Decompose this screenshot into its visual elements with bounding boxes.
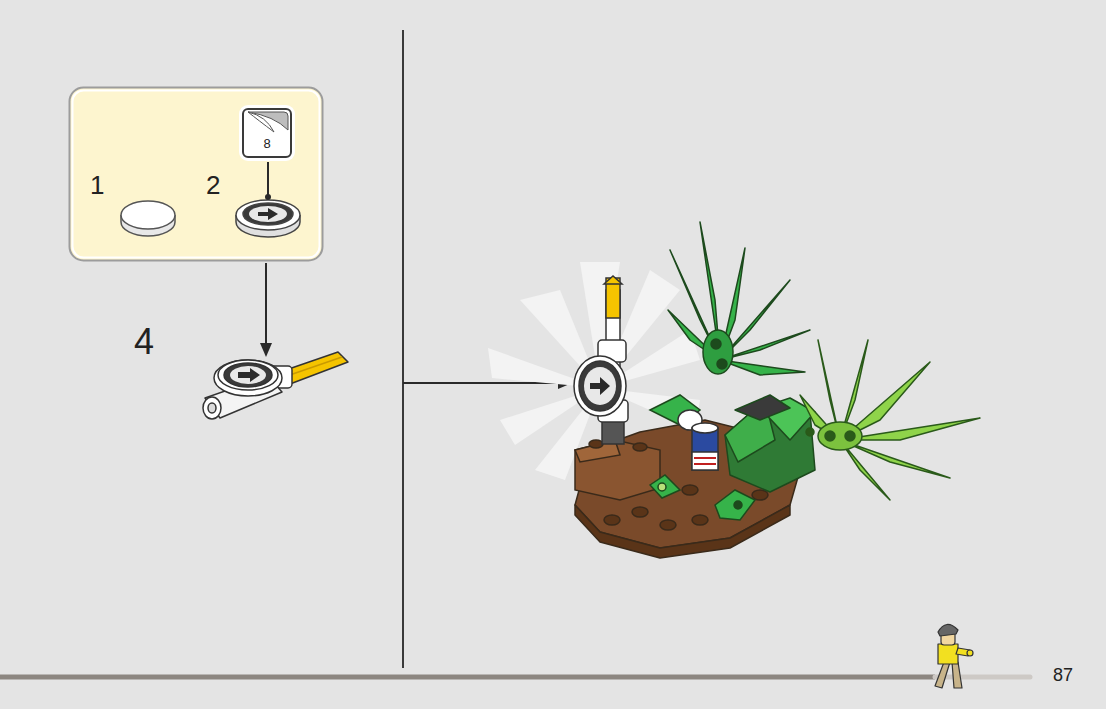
brown-bricks bbox=[575, 440, 660, 500]
leaf-fan bbox=[800, 340, 980, 500]
leader-dot bbox=[265, 194, 271, 200]
leaf-fan bbox=[668, 222, 810, 375]
page-bar bbox=[0, 675, 935, 680]
assembly bbox=[203, 352, 348, 419]
divider-line bbox=[402, 30, 404, 668]
page-bar bbox=[935, 675, 1030, 680]
leader-line bbox=[267, 162, 269, 196]
minifig bbox=[935, 624, 973, 688]
can bbox=[678, 410, 718, 470]
pointer-head bbox=[260, 343, 272, 357]
pointer-line bbox=[265, 263, 267, 344]
callout-box: 1 2 8 bbox=[68, 86, 324, 262]
callout-number: 2 bbox=[206, 172, 220, 198]
step-number: 4 bbox=[134, 324, 154, 360]
sticker-box: 8 bbox=[242, 108, 292, 158]
green-slopes bbox=[725, 395, 815, 492]
sign-post bbox=[574, 276, 628, 444]
pointer-line bbox=[403, 382, 560, 384]
round-tile bbox=[121, 201, 175, 236]
page-number: 87 bbox=[1053, 666, 1073, 684]
callout-number: 1 bbox=[90, 172, 104, 198]
sticker-number: 8 bbox=[263, 137, 270, 150]
round-tile bbox=[236, 200, 300, 237]
